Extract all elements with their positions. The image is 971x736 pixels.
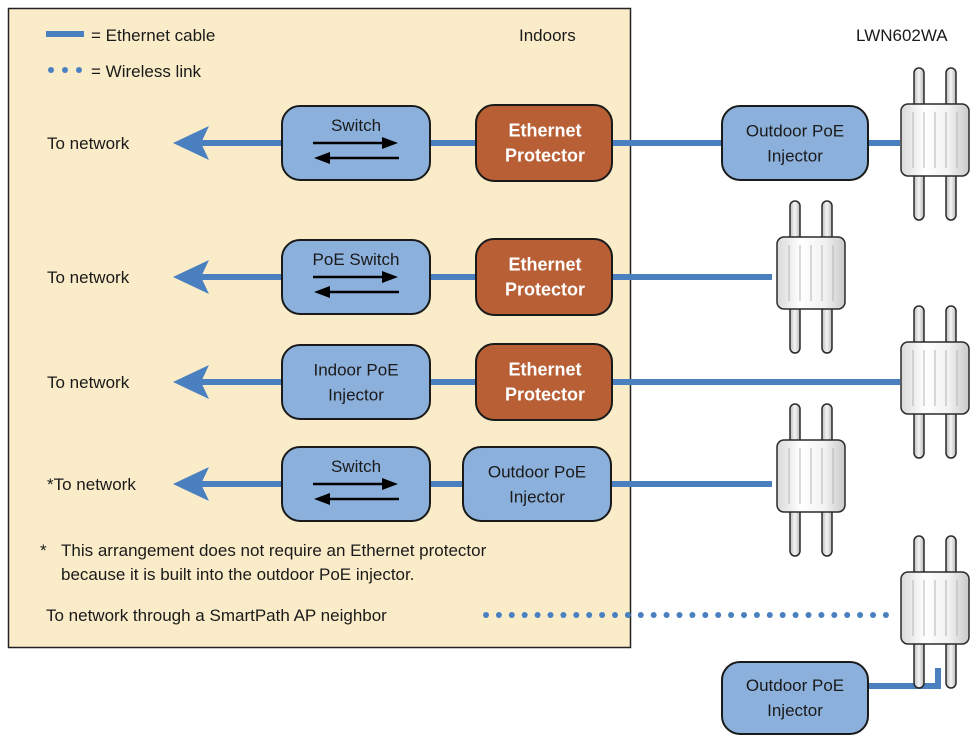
wireless-dot [728, 612, 735, 618]
bottom-injector-line-2: Injector [767, 701, 823, 720]
arrow-left-icon [173, 467, 282, 501]
access-point-icon [776, 200, 846, 354]
wireless-dot [870, 612, 876, 618]
wireless-dot [882, 612, 889, 618]
indoors-label: Indoors [519, 26, 576, 45]
ap-model-label: LWN602WA [856, 26, 948, 45]
access-point-icon [900, 535, 970, 689]
wireless-dot [624, 612, 631, 618]
wireless-dot [663, 612, 670, 618]
wireless-dot [508, 612, 515, 618]
access-point-icon [900, 305, 970, 459]
footnote-line-1: This arrangement does not require an Eth… [61, 541, 487, 560]
legend-ethernet-label: = Ethernet cable [91, 26, 215, 45]
protector-label-line-1: Ethernet [508, 121, 581, 141]
legend-ethernet-swatch [46, 31, 84, 37]
injector-label-line-1: Outdoor PoE [746, 122, 844, 141]
wireless-dot [818, 612, 825, 618]
switch-arrows-icon [313, 137, 399, 164]
network-label: To network [47, 268, 130, 287]
network-label: To network [47, 373, 130, 392]
protector-label-line-2: Protector [505, 385, 585, 405]
device-label-line-1: Indoor PoE [313, 361, 398, 380]
legend-wireless-swatch [48, 67, 82, 73]
wireless-dot [547, 612, 554, 618]
wireless-dot [521, 612, 528, 618]
wireless-network-label: To network through a SmartPath AP neighb… [46, 606, 387, 625]
footnote-marker: * [40, 541, 47, 560]
wireless-dot [637, 612, 644, 618]
wireless-dot [495, 612, 502, 618]
network-label: *To network [47, 475, 136, 494]
wireless-dot [689, 612, 696, 618]
wireless-dot [741, 612, 747, 618]
protector-label-line-2: Protector [505, 146, 585, 166]
row-3: To network Indoor PoE Injector EthernetProt… [47, 343, 900, 421]
network-label: To network [47, 134, 130, 153]
protector-label-line-1: Ethernet [508, 255, 581, 275]
wireless-dot [779, 612, 786, 618]
injector-label-line-2: Injector [767, 147, 823, 166]
wireless-dot [753, 612, 760, 618]
wireless-dot [573, 612, 580, 618]
arrow-left-icon [173, 260, 282, 294]
injector-label-line-1: Outdoor PoE [488, 463, 586, 482]
footnote-line-2: because it is built into the outdoor PoE… [61, 565, 414, 584]
bottom-outdoor-poe-injector: Outdoor PoE Injector [721, 661, 869, 735]
wireless-dot [805, 612, 812, 618]
wireless-dot [483, 612, 489, 618]
switch-arrows-icon [313, 478, 399, 505]
access-point-icon [900, 67, 970, 221]
bottom-injector-line-1: Outdoor PoE [746, 676, 844, 695]
wireless-dot [844, 612, 851, 618]
arrow-left-icon [173, 126, 282, 160]
wireless-dot [586, 612, 593, 618]
wireless-dot [650, 612, 657, 618]
wireless-dot [534, 612, 541, 618]
protector-label-line-1: Ethernet [508, 360, 581, 380]
arrow-left-icon [173, 365, 282, 399]
injector-label-line-2: Injector [509, 488, 565, 507]
bottom-cable [869, 668, 941, 689]
outdoor-poe-injector-box: Outdoor PoE Injector [462, 446, 612, 522]
wireless-dot [715, 612, 722, 618]
access-point-icon [776, 403, 846, 557]
wireless-dot [702, 612, 709, 618]
wireless-dot [857, 612, 864, 618]
wireless-dot [676, 612, 683, 618]
wireless-dot [792, 612, 799, 618]
outdoor-poe-injector-box: Outdoor PoE Injector [721, 105, 869, 181]
switch-arrows-icon [313, 271, 399, 298]
legend-wireless-label: = Wireless link [91, 62, 202, 81]
device-label: PoE Switch [313, 250, 400, 269]
wireless-dot [831, 612, 838, 618]
wireless-dot [766, 612, 773, 618]
access-points [776, 67, 970, 689]
device-label-line-2: Injector [328, 386, 384, 405]
footnote: * This arrangement does not require an E… [40, 541, 487, 584]
device-box: Switch [281, 446, 431, 522]
device-box: Switch [281, 105, 431, 181]
wireless-link [483, 612, 889, 618]
device-label: Switch [331, 116, 381, 135]
wireless-dot [612, 612, 618, 618]
legend: = Ethernet cable = Wireless link [46, 26, 215, 81]
wireless-dot [560, 612, 567, 618]
device-label: Switch [331, 457, 381, 476]
device-box: PoE Switch [281, 239, 431, 315]
protector-label-line-2: Protector [505, 280, 585, 300]
wireless-dot [599, 612, 606, 618]
row-4: *To network Switch Outdoor PoE Injector [47, 446, 772, 522]
device-box: Indoor PoE Injector [281, 344, 431, 420]
